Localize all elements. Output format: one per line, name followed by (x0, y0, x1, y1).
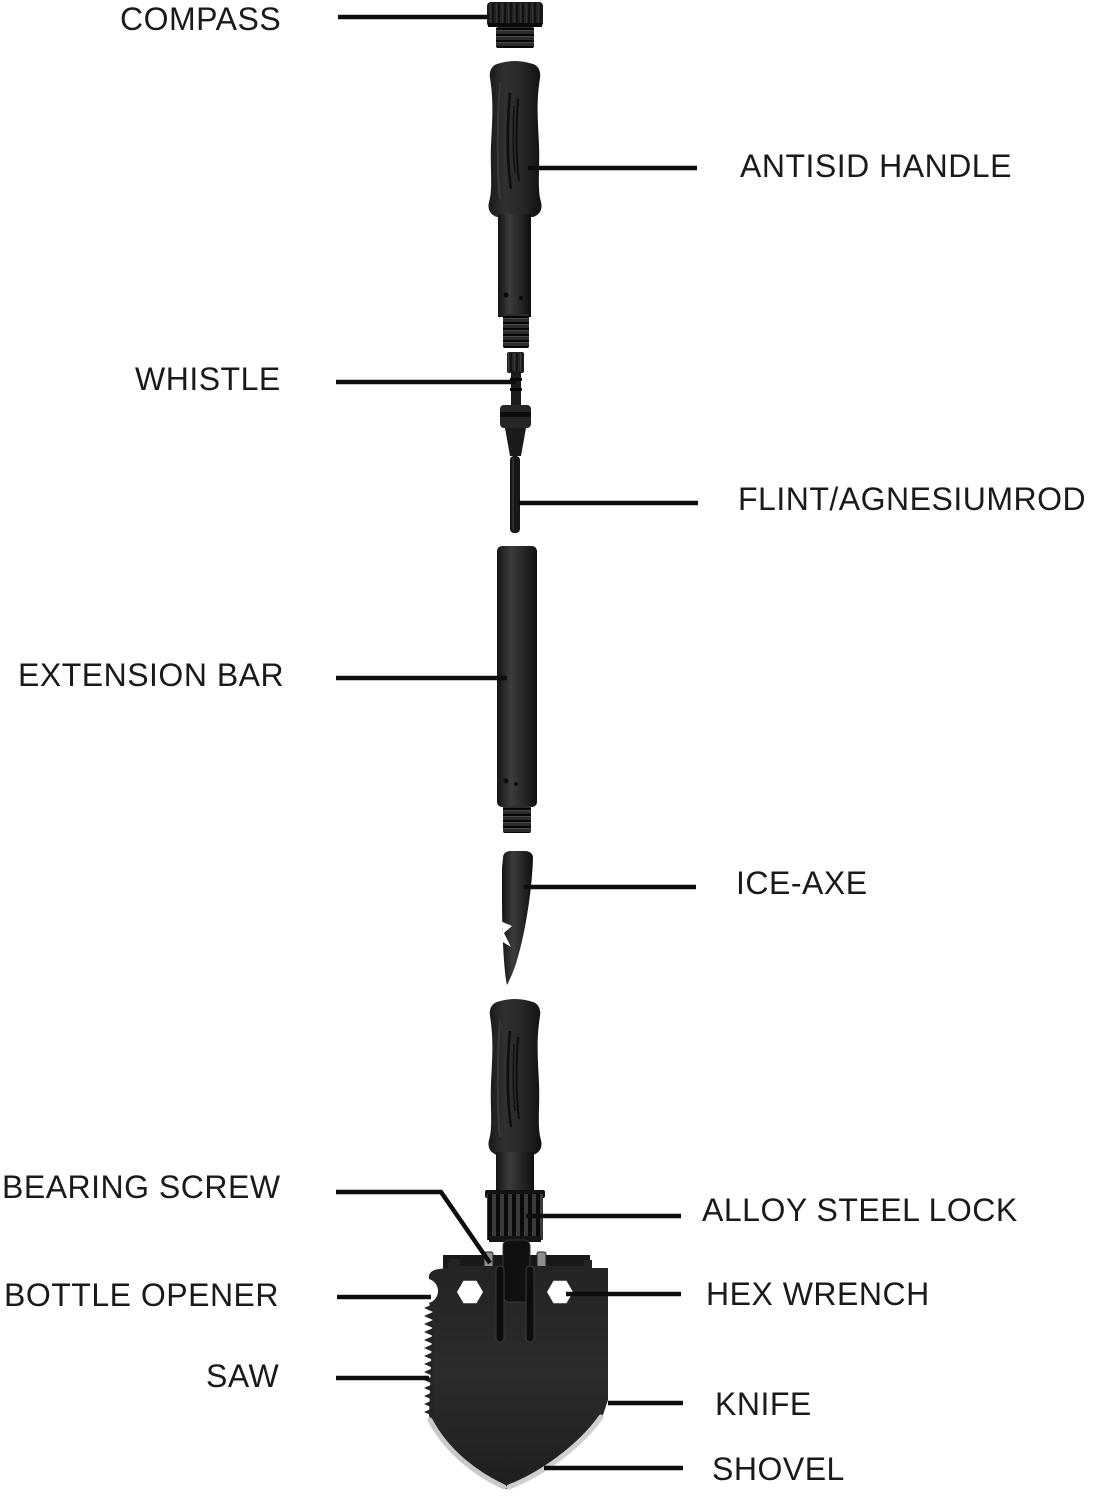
shovel-blade-part (424, 1259, 608, 1490)
label-shovel: SHOVEL (712, 1451, 845, 1487)
shovel-assembly (424, 997, 608, 1490)
label-ice-axe: ICE-AXE (736, 865, 868, 901)
leader-lines (336, 14, 698, 1471)
label-knife: KNIFE (715, 1386, 812, 1422)
label-flint: FLINT/AGNESIUMROD (738, 481, 1087, 517)
label-antisid-handle: ANTISID HANDLE (740, 148, 1012, 184)
label-alloy-steel-lock: ALLOY STEEL LOCK (702, 1192, 1018, 1228)
leader-bearing-screw (336, 1189, 492, 1265)
label-whistle: WHISTLE (135, 361, 281, 397)
flint-rod-part (510, 456, 520, 533)
label-compass: COMPASS (120, 1, 282, 37)
label-saw: SAW (206, 1358, 280, 1394)
hex-hole-left (457, 1280, 483, 1304)
label-hex-wrench: HEX WRENCH (706, 1276, 930, 1312)
hex-hole-right (547, 1280, 573, 1304)
whistle-part (500, 352, 531, 456)
ice-axe-part (496, 851, 533, 985)
label-extension-bar: EXTENSION BAR (18, 657, 285, 693)
extension-bar-part (497, 546, 537, 833)
label-bottle-opener: BOTTLE OPENER (4, 1277, 279, 1313)
label-bearing-screw: BEARING SCREW (2, 1169, 281, 1205)
saw-teeth (424, 1304, 433, 1416)
compass-cap-part (487, 2, 543, 48)
handle-part (487, 59, 543, 348)
